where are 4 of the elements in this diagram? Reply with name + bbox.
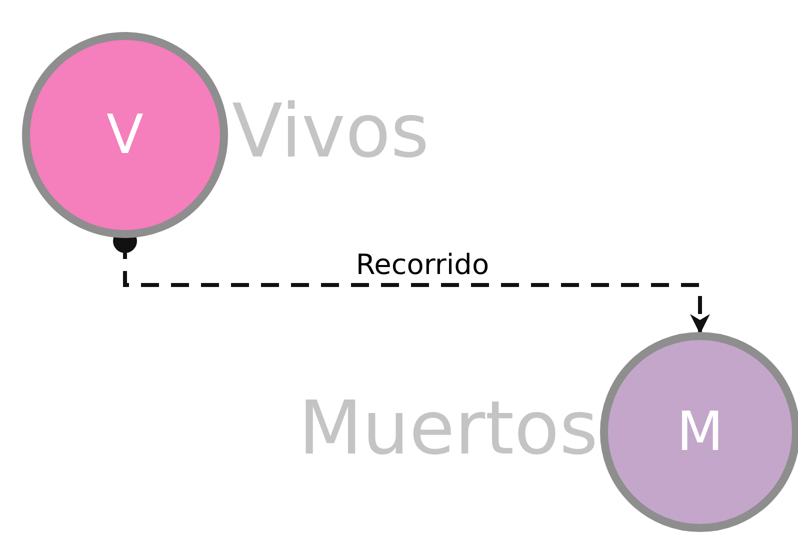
node-caption: Muertos (298, 391, 598, 466)
node-letter: V (106, 108, 144, 162)
node-letter: M (676, 405, 724, 459)
node-caption: Vivos (232, 94, 430, 168)
